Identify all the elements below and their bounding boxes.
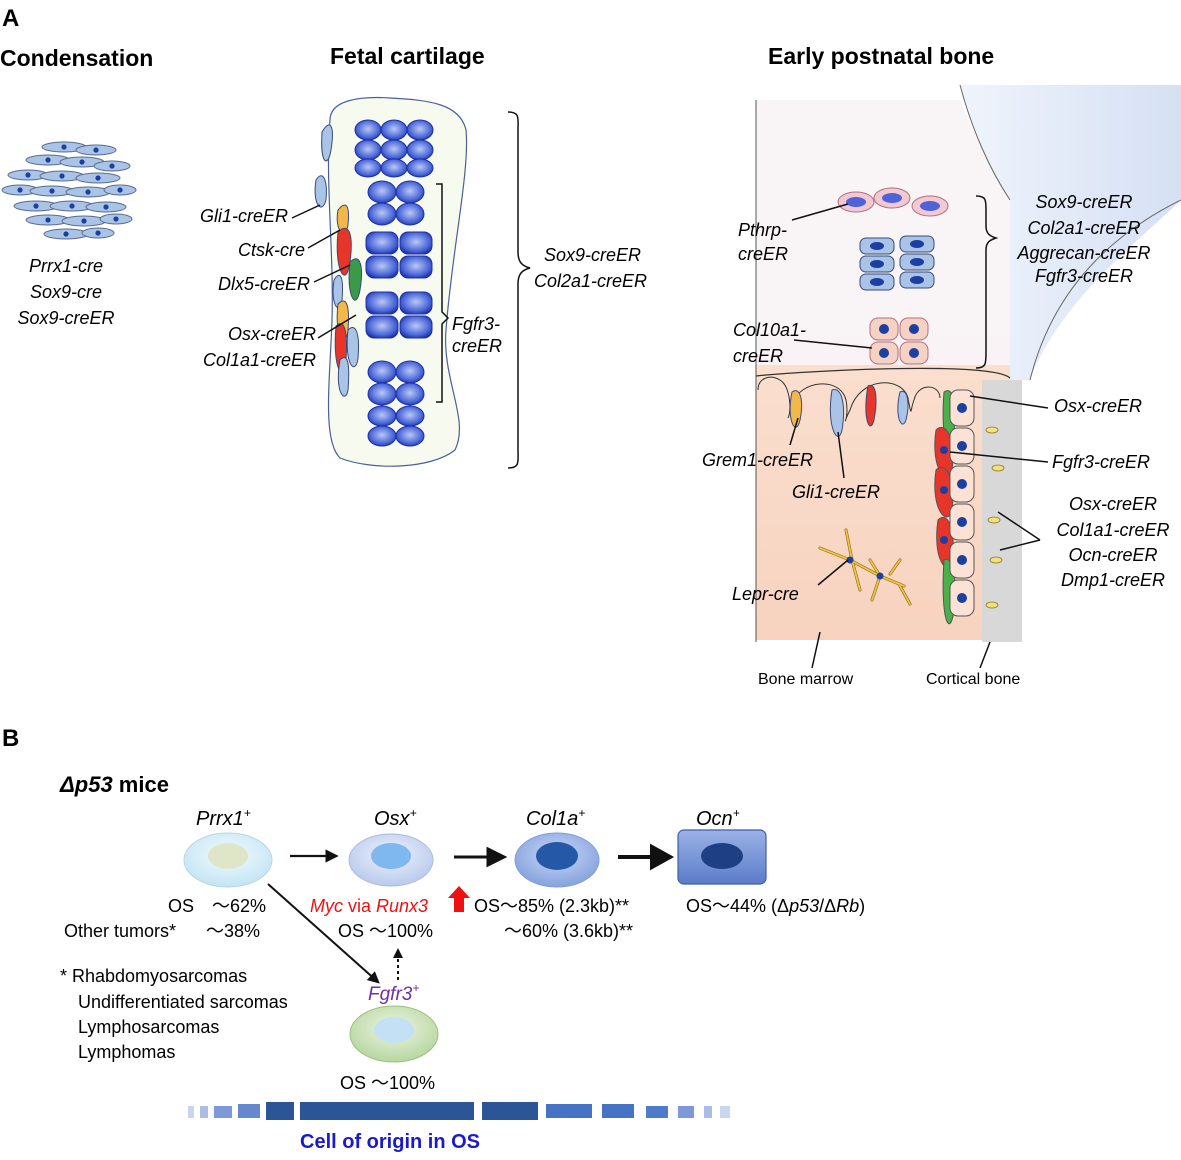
fetal-leader-lines <box>291 204 357 339</box>
arrow-prrx1-fgfr3 <box>267 883 380 984</box>
cortical-bone-label: Cortical bone <box>926 671 1020 688</box>
pthrp-label-line2: creER <box>738 244 788 264</box>
arrow-col1a-ocn <box>618 843 675 871</box>
title-dp53: Δp53 <box>59 772 113 797</box>
articular-boundary <box>959 84 1011 201</box>
stage-osx-label: Osx+ <box>374 806 417 830</box>
growth-plate-label-3: Aggrecan-creER <box>1016 243 1150 263</box>
ocn-os-text: OS～44% (Δp53/ΔRb) <box>686 896 865 916</box>
bone-marrow-label: Bone marrow <box>758 671 854 688</box>
early-postnatal-bone-heading: Early postnatal bone <box>768 43 994 69</box>
growth-plate-label-1: Sox9-creER <box>1035 192 1132 212</box>
osteo-label-3: Ocn-creER <box>1068 545 1157 565</box>
condensation-heading: Condensation <box>0 45 153 71</box>
osx-os-text: OS ～100% <box>338 921 433 941</box>
osx-top-label: Osx-creER <box>1054 396 1142 416</box>
postnatal-leader-lines <box>789 203 1049 669</box>
fetal-label-col1a1: Col1a1-creER <box>203 350 316 370</box>
stage-prrx1-label: Prrx1+ <box>196 806 251 830</box>
stage-col1a-label: Col1a+ <box>526 806 585 830</box>
myc-runx3-text: Myc via Runx3 <box>310 896 428 916</box>
postnatal-proliferating-nuclei <box>870 240 924 286</box>
condensation-label-2: Sox9-cre <box>30 282 102 302</box>
lepr-nuclei <box>846 556 884 580</box>
fetal-cartilage-outline <box>327 96 468 467</box>
chondro-osseous-junction <box>755 367 1011 379</box>
red-up-arrow <box>448 886 470 912</box>
growth-plate-label-2: Col2a1-creER <box>1027 218 1140 238</box>
growth-plate-area <box>756 100 1010 365</box>
ocn-nucleus <box>701 843 743 869</box>
perichondrial-cells <box>314 124 363 397</box>
pthrp-resting-cells <box>837 187 949 217</box>
cortical-bone-strip <box>982 380 1022 642</box>
growth-plate-label-4: Fgfr3-creER <box>1035 266 1133 286</box>
footnote-line-2: Undifferentiated sarcomas <box>78 992 288 1012</box>
condensation-label-1: Prrx1-cre <box>29 256 103 276</box>
stage-ocn-label: Ocn+ <box>696 806 740 830</box>
fgfr3-label-line2: creER <box>452 336 502 356</box>
grem1-label: Grem1-creER <box>702 450 813 470</box>
panel-a-letter: A <box>2 5 19 32</box>
prrx1-other-tumors-value: ～38% <box>206 921 260 941</box>
col1a-os-text-1: OS～85% (2.3kb)** <box>474 896 629 916</box>
lepr-label: Lepr-cre <box>732 584 799 604</box>
arrow-osx-col1a <box>454 846 508 868</box>
fgfr3-postnatal-label: Fgfr3-creER <box>1052 452 1150 472</box>
col1a-nucleus <box>536 842 578 870</box>
fetal-label-ctsk: Ctsk-cre <box>238 240 305 260</box>
growth-plate-brace <box>975 195 999 369</box>
joint-area <box>960 85 1181 380</box>
panel-b-letter: B <box>2 725 19 752</box>
osteocytes <box>985 426 1005 609</box>
fetal-sox9-line2: Col2a1-creER <box>534 271 647 291</box>
pthrp-label-line1: Pthrp- <box>738 220 787 240</box>
fetal-cartilage-heading: Fetal cartilage <box>330 43 485 69</box>
outer-boundary <box>1029 199 1181 381</box>
osteoblast-nuclei <box>940 403 967 603</box>
fetal-label-osx: Osx-creER <box>228 324 316 344</box>
footnote-line-1: * Rhabdomyosarcomas <box>60 966 247 986</box>
metaphyseal-cells <box>789 384 909 437</box>
fetal-label-dlx5: Dlx5-creER <box>218 274 310 294</box>
fgfr3-nucleus <box>374 1017 414 1043</box>
postnatal-proliferating-chondrocytes <box>859 235 935 291</box>
fetal-chondrocytes <box>354 119 434 447</box>
fgfr3-os-text: OS ～100% <box>340 1073 435 1093</box>
osx-nucleus <box>371 843 411 869</box>
cell-of-origin-bar <box>188 1102 730 1120</box>
col1a-os-text-2: ～60% (3.6kb)** <box>504 921 633 941</box>
gli1-postnatal-label: Gli1-creER <box>792 482 880 502</box>
arrow-fgfr3-osx-head <box>393 948 403 958</box>
footnote-line-4: Lymphomas <box>78 1042 175 1062</box>
col10a1-label-line2: creER <box>733 346 783 366</box>
title-mice: mice <box>113 772 169 797</box>
condensation-nuclei <box>17 144 123 237</box>
footnote-line-3: Lymphosarcomas <box>78 1017 219 1037</box>
fetal-sox9-line1: Sox9-creER <box>544 245 641 265</box>
fetal-label-gli1: Gli1-creER <box>200 206 288 226</box>
col10a1-label-line1: Col10a1- <box>733 320 806 340</box>
osteo-label-1: Osx-creER <box>1069 494 1157 514</box>
condensation-label-3: Sox9-creER <box>17 308 114 328</box>
fgfr3-label-line1: Fgfr3- <box>452 314 500 334</box>
osteo-label-4: Dmp1-creER <box>1061 570 1165 590</box>
cell-of-origin-label: Cell of origin in OS <box>300 1131 480 1153</box>
prrx1-other-tumors-label: Other tumors* <box>64 921 176 941</box>
fgfr3-bracket <box>436 183 450 403</box>
panel-b-title: Δp53 mice <box>59 772 169 797</box>
sox9-brace <box>507 111 531 469</box>
prrx1-nucleus <box>208 843 248 869</box>
osteoblast-column <box>934 389 975 625</box>
hypertrophic-nuclei <box>879 324 919 358</box>
stage-fgfr3-label: Fgfr3+ <box>368 981 419 1005</box>
prrx1-os-text: OS ～62% <box>168 896 266 916</box>
osteo-label-2: Col1a1-creER <box>1056 520 1169 540</box>
